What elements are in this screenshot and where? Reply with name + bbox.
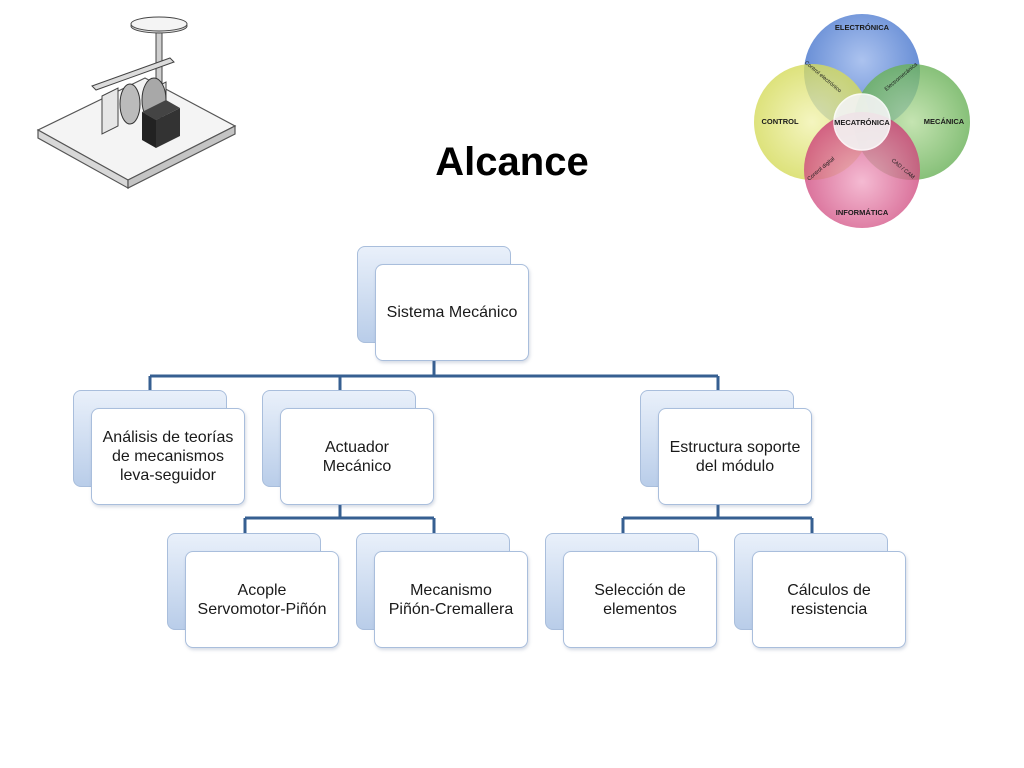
- venn-circle-bottom: [804, 112, 920, 228]
- mechanism-illustration: [36, 16, 237, 190]
- venn-label-left: CONTROL: [761, 117, 798, 126]
- node-analisis-teorias: Análisis de teorías de mecanismos leva-s…: [73, 390, 245, 505]
- node-label: Actuador Mecánico: [322, 438, 392, 475]
- node-calculos-resistencia: Cálculos de resistencia: [734, 533, 906, 648]
- venn-label-top: ELECTRÓNICA: [835, 23, 890, 32]
- node-sistema-mecanico: Sistema Mecánico: [357, 246, 529, 361]
- mechatronics-venn-diagram: ELECTRÓNICA CONTROL MECÁNICA INFORMÁTICA…: [754, 14, 970, 228]
- node-front-panel: Actuador Mecánico: [280, 408, 434, 505]
- node-front-panel: Cálculos de resistencia: [752, 551, 906, 648]
- node-label: Mecanismo Piñón-Cremallera: [388, 581, 514, 618]
- node-actuador-mecanico: Actuador Mecánico: [262, 390, 434, 505]
- node-front-panel: Mecanismo Piñón-Cremallera: [374, 551, 528, 648]
- node-seleccion-elementos: Selección de elementos: [545, 533, 717, 648]
- venn-label-bottom: INFORMÁTICA: [836, 208, 889, 217]
- node-label: Estructura soporte del módulo: [669, 438, 801, 475]
- node-label: Acople Servomotor-Piñón: [197, 581, 327, 618]
- node-label: Selección de elementos: [594, 581, 686, 618]
- venn-label-right: MECÁNICA: [924, 117, 965, 126]
- node-label: Análisis de teorías de mecanismos leva-s…: [102, 429, 234, 484]
- node-acople-servomotor: Acople Servomotor-Piñón: [167, 533, 339, 648]
- node-mecanismo-pinon: Mecanismo Piñón-Cremallera: [356, 533, 528, 648]
- node-estructura-soporte: Estructura soporte del módulo: [640, 390, 812, 505]
- node-label: Cálculos de resistencia: [787, 581, 871, 618]
- node-label: Sistema Mecánico: [386, 304, 518, 321]
- node-front-panel: Acople Servomotor-Piñón: [185, 551, 339, 648]
- node-front-panel: Selección de elementos: [563, 551, 717, 648]
- node-front-panel: Sistema Mecánico: [375, 264, 529, 361]
- venn-center-circle: [833, 93, 891, 151]
- venn-label-center: MECATRÓNICA: [834, 118, 890, 127]
- slide-title: Alcance: [435, 140, 589, 184]
- node-front-panel: Estructura soporte del módulo: [658, 408, 812, 505]
- node-front-panel: Análisis de teorías de mecanismos leva-s…: [91, 408, 245, 505]
